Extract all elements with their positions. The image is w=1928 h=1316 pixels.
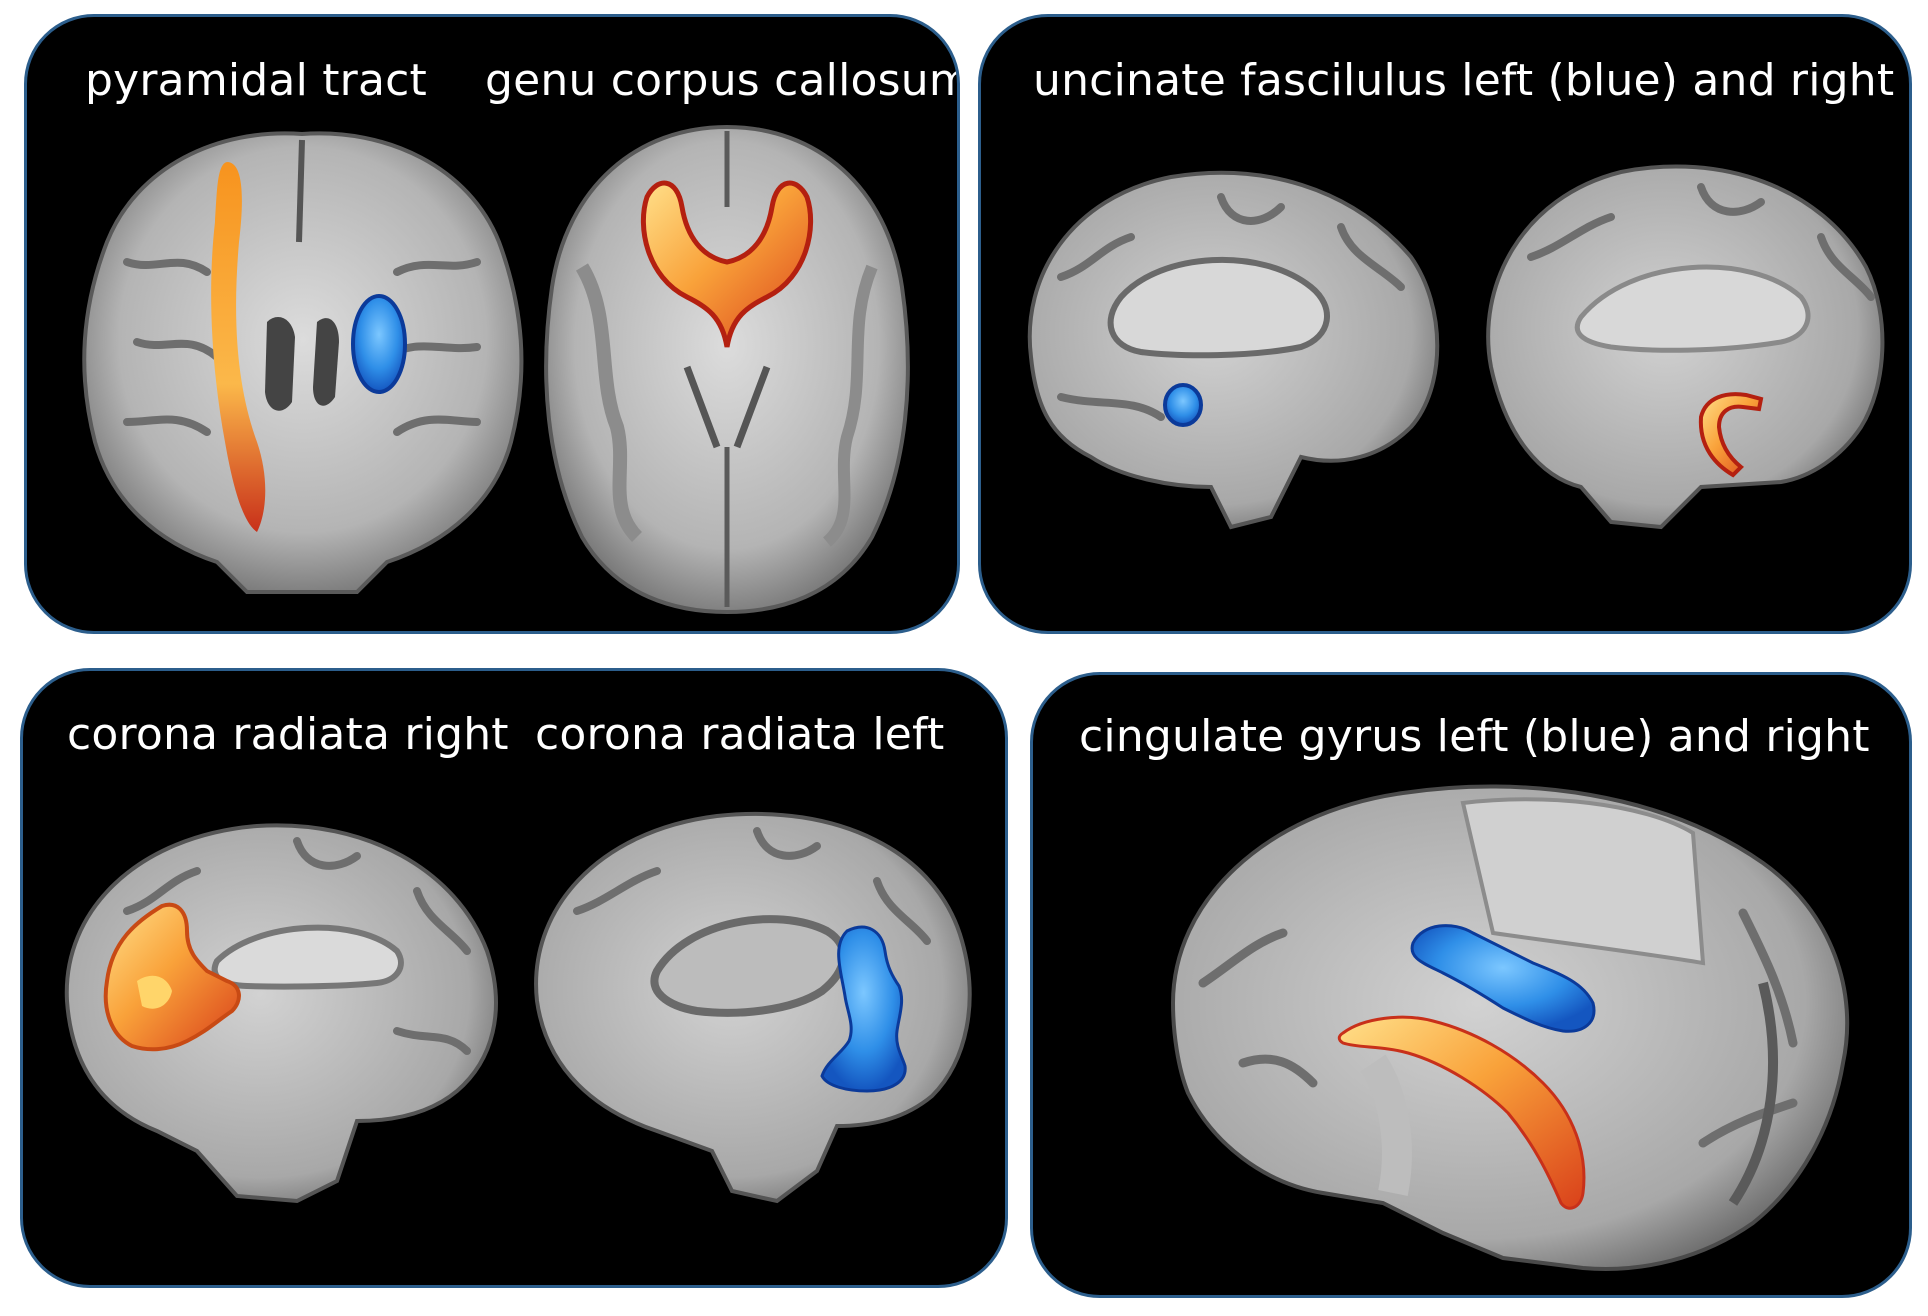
cingulate-brain-image <box>1170 784 1850 1271</box>
label-pyramidal-tract: pyramidal tract <box>85 55 427 106</box>
corona-right-brain-image <box>64 823 498 1204</box>
panel-bottom-right: cingulate gyrus left (blue) and right <box>1030 672 1912 1298</box>
coronal-brain-image <box>82 131 524 594</box>
panel-top-left: pyramidal tract genu corpus callosum <box>24 14 960 634</box>
sagittal-brain-left-image <box>1027 170 1440 530</box>
sagittal-brain-right-image <box>1486 164 1885 530</box>
label-genu-corpus-callosum: genu corpus callosum <box>485 55 960 106</box>
label-corona-radiata-right: corona radiata right <box>67 709 509 760</box>
panel-top-right: uncinate fascilulus left (blue) and righ… <box>978 14 1912 634</box>
axial-brain-image <box>544 124 910 615</box>
label-cingulate-gyrus: cingulate gyrus left (blue) and right <box>1079 711 1870 762</box>
label-uncinate-fasciculus: uncinate fascilulus left (blue) and righ… <box>1033 55 1895 106</box>
panel-bottom-left: corona radiata right corona radiata left <box>20 668 1008 1288</box>
corona-left-brain-image <box>534 811 972 1204</box>
label-corona-radiata-left: corona radiata left <box>535 709 945 760</box>
